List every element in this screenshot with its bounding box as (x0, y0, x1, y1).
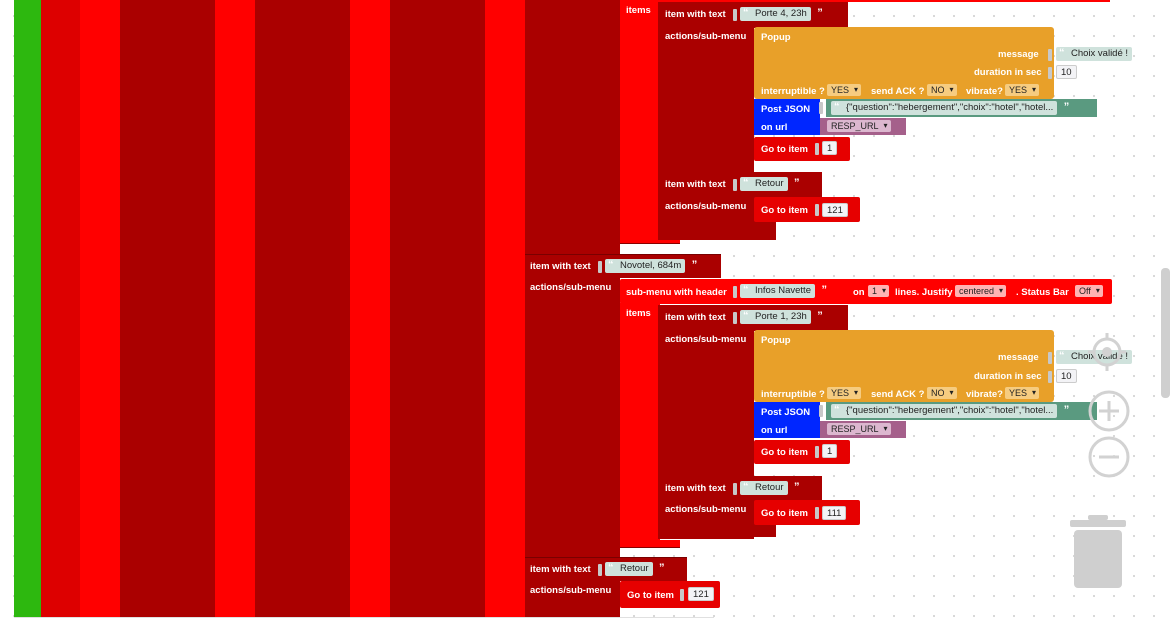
actions-submenu-label: actions/sub-menu (665, 31, 747, 42)
items-label: items (626, 5, 651, 16)
duration-field[interactable]: 10 (1056, 369, 1077, 383)
vibrate-label: vibrate? (966, 86, 1003, 97)
interruptible-dropdown[interactable]: YES (827, 84, 862, 96)
zoom-out-icon[interactable] (1087, 435, 1131, 479)
trash-icon[interactable] (1068, 514, 1128, 590)
novotel-text-field[interactable]: Novotel, 684m (605, 258, 698, 273)
lines-justify-label: lines. Justify (895, 287, 953, 298)
popup-block[interactable] (754, 330, 1054, 402)
header-field[interactable]: Infos Navette (740, 283, 827, 298)
item-with-text-label: item with text (530, 261, 591, 272)
actions-submenu-label: actions/sub-menu (665, 201, 747, 212)
vibrate-dropdown[interactable]: YES (1005, 387, 1040, 399)
post-json-label: Post JSON (761, 407, 811, 418)
nested-block-5[interactable] (255, 0, 350, 618)
message-label: message (998, 49, 1039, 60)
send-ack-label: send ACK ? (871, 86, 925, 97)
json-field[interactable]: {"question":"hebergement","choix":"hotel… (831, 100, 1070, 115)
message-field[interactable]: Choix validé ! (1056, 46, 1144, 61)
goto-label: Go to item (761, 205, 808, 216)
vibrate-dropdown[interactable]: YES (1005, 84, 1040, 96)
nested-block-6[interactable] (350, 0, 390, 618)
url-dropdown[interactable]: RESP_URL (827, 423, 891, 435)
actions-submenu-label: actions/sub-menu (665, 334, 747, 345)
justify-dropdown[interactable]: centered (955, 285, 1007, 297)
nested-block-4[interactable] (215, 0, 255, 618)
on-url-label: on url (761, 425, 788, 436)
post-json-block[interactable] (754, 99, 820, 135)
goto-field[interactable]: 1 (822, 444, 838, 458)
item-text-field[interactable]: Porte 4, 23h (740, 6, 822, 21)
interruptible-label: interruptible ? (761, 86, 825, 97)
duration-label: duration in sec (974, 67, 1042, 78)
item-with-text-label: item with text (665, 483, 726, 494)
duration-label: duration in sec (974, 371, 1042, 382)
items-label: items (626, 308, 651, 319)
outer-block-green[interactable] (14, 0, 41, 618)
submenu-top-bright[interactable] (620, 0, 660, 241)
goto-label: Go to item (761, 508, 808, 519)
item-with-text-label: item with text (665, 9, 726, 20)
goto-label: Go to item (761, 144, 808, 155)
lines-dropdown[interactable]: 1 (868, 285, 890, 297)
goto-field[interactable]: 111 (822, 506, 847, 520)
scrollbar-vertical[interactable] (1161, 268, 1170, 398)
popup-block[interactable] (754, 27, 1054, 99)
vibrate-label: vibrate? (966, 389, 1003, 400)
nested-block-1[interactable] (41, 0, 80, 618)
item-with-text-label: item with text (665, 312, 726, 323)
menu-block[interactable] (525, 0, 620, 617)
on-url-label: on url (761, 122, 788, 133)
json-field[interactable]: {"question":"hebergement","choix":"hotel… (831, 403, 1070, 418)
nested-block-8[interactable] (485, 0, 525, 618)
retour-text-field[interactable]: Retour (605, 561, 664, 576)
popup-label: Popup (761, 32, 791, 43)
url-dropdown[interactable]: RESP_URL (827, 120, 891, 132)
goto-field[interactable]: 121 (822, 203, 848, 217)
goto-label: Go to item (761, 447, 808, 458)
status-bar-dropdown[interactable]: Off (1075, 285, 1103, 297)
item-text-field[interactable]: Porte 1, 23h (740, 309, 822, 324)
popup-label: Popup (761, 335, 791, 346)
retour-text-field[interactable]: Retour (740, 480, 799, 495)
nested-block-7[interactable] (390, 0, 485, 618)
post-json-label: Post JSON (761, 104, 811, 115)
send-ack-dropdown[interactable]: NO (927, 387, 957, 399)
item-with-text-label: item with text (530, 564, 591, 575)
retour-text-field[interactable]: Retour (740, 176, 799, 191)
item-with-text-label: item with text (665, 179, 726, 190)
message-label: message (998, 352, 1039, 363)
nested-block-2[interactable] (80, 0, 120, 618)
interruptible-dropdown[interactable]: YES (827, 387, 862, 399)
goto-field[interactable]: 121 (688, 587, 714, 601)
actions-submenu-label: actions/sub-menu (665, 504, 747, 515)
goto-label: Go to item (627, 590, 674, 601)
submenu-header-label: sub-menu with header (626, 287, 727, 298)
nested-block-3[interactable] (120, 0, 215, 618)
actions-submenu-label: actions/sub-menu (530, 282, 612, 293)
interruptible-label: interruptible ? (761, 389, 825, 400)
duration-field[interactable]: 10 (1056, 65, 1077, 79)
on-label: on (853, 287, 865, 298)
send-ack-label: send ACK ? (871, 389, 925, 400)
goto-field[interactable]: 1 (822, 141, 838, 155)
zoom-in-icon[interactable] (1087, 389, 1131, 433)
actions-submenu-label: actions/sub-menu (530, 585, 612, 596)
target-icon[interactable] (1085, 330, 1129, 374)
post-json-block[interactable] (754, 402, 820, 438)
send-ack-dropdown[interactable]: NO (927, 84, 957, 96)
status-bar-label: . Status Bar (1016, 287, 1069, 298)
submenu-header-block[interactable] (620, 279, 1112, 304)
